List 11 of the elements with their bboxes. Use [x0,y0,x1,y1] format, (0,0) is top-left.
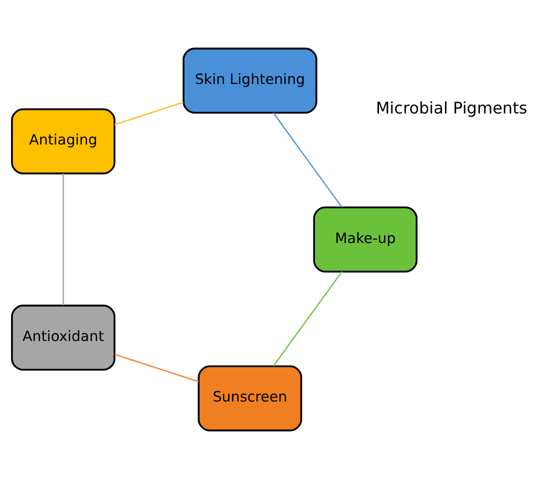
node-box: Antiaging [11,108,116,174]
node-box: Antioxidant [11,304,116,371]
node-box: Skin Lightening [182,48,318,114]
connector [114,102,184,126]
connector [272,271,343,366]
label: Microbial Pigments [376,98,528,118]
connector [62,173,64,306]
connector [272,112,342,208]
node-box: Sunscreen [198,365,302,432]
connector [114,354,199,382]
node-box: Make-up [313,206,418,272]
